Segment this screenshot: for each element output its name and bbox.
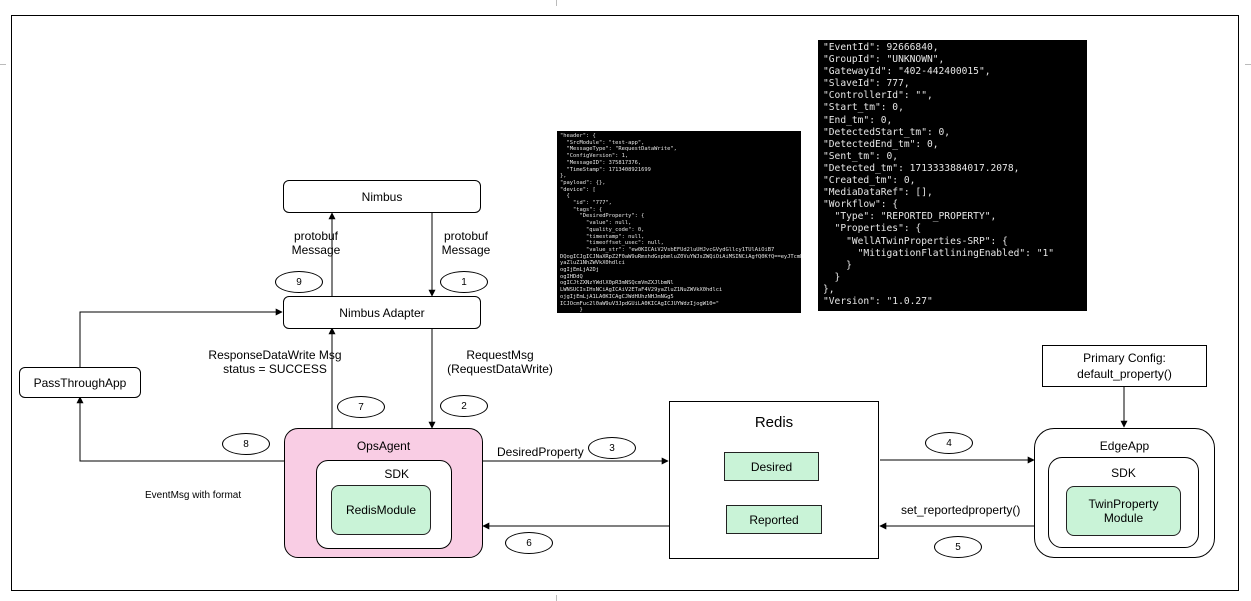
- request-msg-label: RequestMsg (RequestDataWrite): [440, 348, 560, 376]
- reported-store[interactable]: Reported: [726, 505, 822, 534]
- protobuf-left-line1: protobuf: [293, 229, 339, 243]
- response-line1: ResponseDataWrite Msg: [208, 348, 342, 362]
- nimbus-node[interactable]: Nimbus: [283, 180, 481, 213]
- request-json-snippet: "header": { "SrcModule": "test-app", "Me…: [557, 131, 801, 313]
- pass-through-app-node[interactable]: PassThroughApp: [19, 367, 141, 398]
- step-5: 5: [934, 536, 982, 558]
- protobuf-right-line2: Message: [441, 243, 491, 257]
- protobuf-message-left: protobuf Message: [286, 229, 346, 257]
- step-6: 6: [505, 532, 553, 554]
- step-3: 3: [588, 437, 636, 459]
- page-tick-right: [1245, 64, 1251, 65]
- twin-property-label-1: TwinProperty: [1088, 497, 1159, 511]
- primary-config-title: Primary Config:: [1083, 351, 1166, 365]
- primary-config-function: default_property(): [1077, 367, 1172, 381]
- step-1: 1: [440, 271, 488, 293]
- ops-sdk-label: SDK: [384, 467, 409, 481]
- redis-label: Redis: [754, 414, 794, 431]
- set-reported-property-label: set_reportedproperty(): [901, 503, 1021, 517]
- redis-module-node[interactable]: RedisModule: [331, 485, 431, 535]
- response-line2: status = SUCCESS: [223, 362, 327, 376]
- edge-sdk-label: SDK: [1111, 466, 1136, 480]
- nimbus-adapter-node[interactable]: Nimbus Adapter: [283, 296, 481, 329]
- protobuf-left-line2: Message: [291, 243, 341, 257]
- step-4: 4: [925, 432, 973, 454]
- twin-property-label-2: Module: [1103, 511, 1144, 525]
- ops-agent-label: OpsAgent: [356, 439, 411, 453]
- reported-label: Reported: [749, 512, 799, 527]
- twin-property-module-node[interactable]: TwinProperty Module: [1066, 486, 1181, 536]
- protobuf-right-line1: protobuf: [443, 229, 489, 243]
- step-2: 2: [440, 395, 488, 417]
- step-8: 8: [222, 433, 270, 455]
- event-json-snippet: "EventId": 92666840, "GroupId": "UNKNOWN…: [818, 40, 1087, 311]
- request-line2: (RequestDataWrite): [447, 362, 553, 376]
- page-tick-left: [0, 64, 6, 65]
- diagram-frame: [11, 15, 1239, 591]
- nimbus-label: Nimbus: [361, 189, 403, 204]
- request-line1: RequestMsg: [466, 348, 534, 362]
- edge-app-label: EdgeApp: [1099, 439, 1150, 453]
- step-7: 7: [337, 396, 385, 418]
- arrow-passthrough-to-adapter: [79, 308, 283, 368]
- page-tick-bottom: [556, 595, 557, 601]
- desired-store[interactable]: Desired: [724, 452, 819, 481]
- pass-through-app-label: PassThroughApp: [33, 375, 127, 390]
- primary-config-node[interactable]: Primary Config: default_property(): [1042, 345, 1207, 387]
- step-9: 9: [275, 271, 323, 293]
- event-msg-label: EventMsg with format: [145, 490, 242, 501]
- desired-label: Desired: [750, 459, 793, 474]
- nimbus-adapter-label: Nimbus Adapter: [339, 305, 425, 320]
- response-data-write-label: ResponseDataWrite Msg status = SUCCESS: [200, 348, 350, 376]
- protobuf-message-right: protobuf Message: [436, 229, 496, 257]
- redis-module-label: RedisModule: [345, 503, 417, 517]
- request-json-text: "header": { "SrcModule": "test-app", "Me…: [560, 133, 801, 313]
- arrow-opsagent-to-passthrough: [76, 396, 284, 462]
- page-tick-top: [556, 0, 557, 6]
- event-json-text: "EventId": 92666840, "GroupId": "UNKNOWN…: [823, 42, 1055, 307]
- desired-property-label: DesiredProperty: [497, 445, 584, 459]
